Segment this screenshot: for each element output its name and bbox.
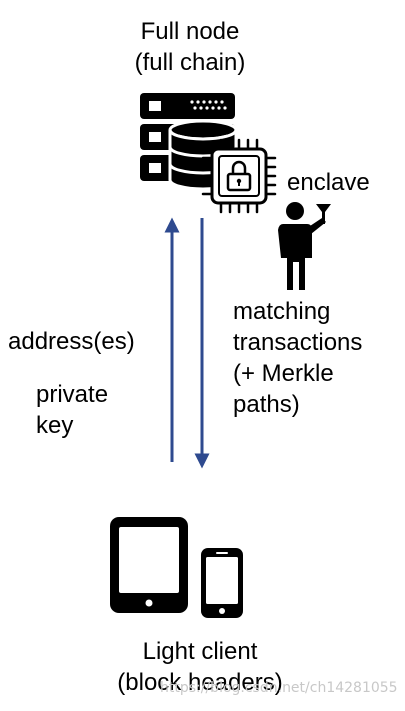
person-with-antenna-icon <box>278 202 331 290</box>
matching-line-1: matching <box>233 298 331 325</box>
full-node-title: Full node (full chain) <box>95 16 285 78</box>
secure-chip-lock-icon <box>201 138 277 214</box>
light-client-title-line-1: Light client <box>142 638 258 665</box>
private-key-line-2: key <box>36 412 74 439</box>
private-key-label: private key <box>36 379 108 441</box>
matching-line-3: (+ Merkle <box>233 360 334 387</box>
light-client-title: Light client (block headers) <box>80 636 320 698</box>
watermark: https://blog.csdn.net/ch14281055 <box>160 680 398 696</box>
private-key-line-1: private <box>36 381 109 408</box>
tablet-icon <box>110 517 188 613</box>
address-label-line-1: address(es) <box>8 328 135 355</box>
matching-line-2: transactions <box>233 329 363 356</box>
address-label: address(es) <box>8 326 135 357</box>
matching-transactions-label: matching transactions (+ Merkle paths) <box>233 296 362 420</box>
matching-line-4: paths) <box>233 391 300 418</box>
full-node-title-line-2: (full chain) <box>134 49 246 76</box>
smartphone-icon <box>201 548 243 618</box>
enclave-label: enclave <box>287 169 370 196</box>
light-client-title-line-2: (block headers) <box>117 669 283 696</box>
full-node-title-line-1: Full node <box>140 18 240 45</box>
